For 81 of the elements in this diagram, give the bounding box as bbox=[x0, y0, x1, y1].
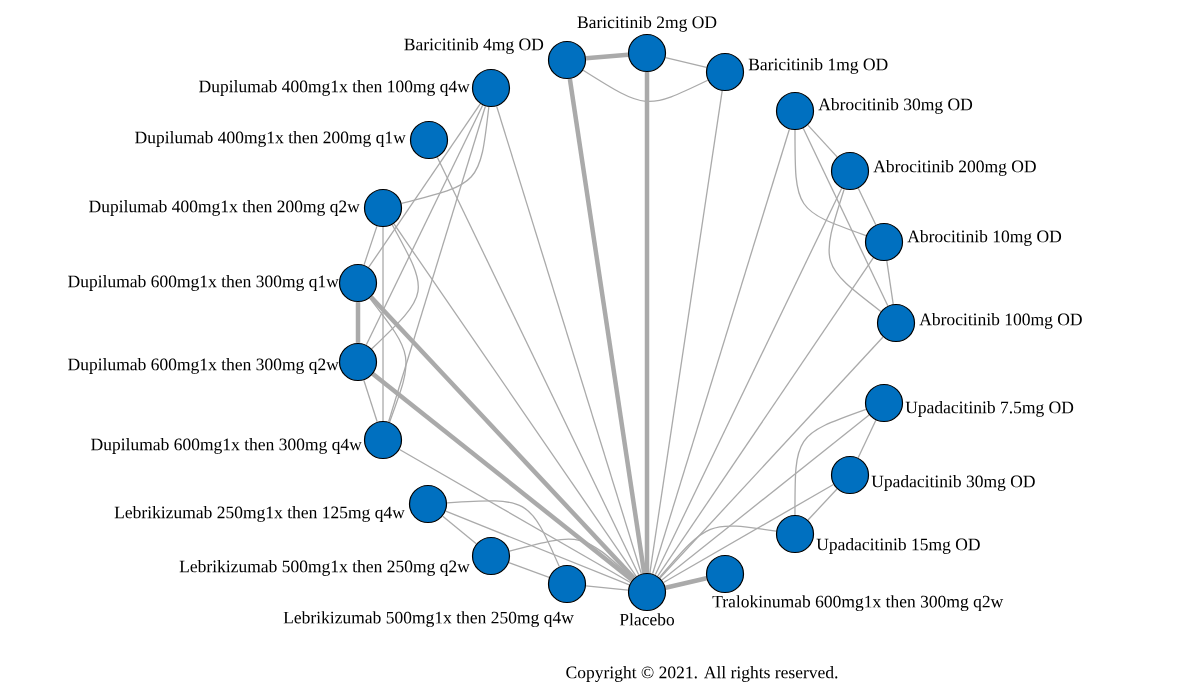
edge-line bbox=[661, 414, 870, 581]
edge-line bbox=[649, 90, 723, 574]
edge-line bbox=[363, 379, 378, 423]
node-label: Placebo bbox=[619, 613, 675, 626]
edge-line bbox=[355, 302, 361, 343]
network-node: Abrocitinib 10mg OD bbox=[864, 222, 1062, 262]
edge-line bbox=[442, 515, 477, 545]
edge-line bbox=[398, 448, 632, 584]
edge-line bbox=[496, 105, 642, 575]
network-node: Dupilumab 600mg1x then 300mg q2w bbox=[68, 342, 378, 382]
network-node: Lebrikizumab 250mg1x then 125mg q4w bbox=[114, 484, 448, 524]
network-node: Tralokinumab 600mg1x then 300mg q2w bbox=[705, 554, 1004, 612]
node-label: Baricitinib 2mg OD bbox=[577, 15, 717, 32]
edge-line bbox=[368, 103, 481, 268]
network-node: Upadacitinib 7.5mg OD bbox=[864, 383, 1074, 423]
node-label: Lebrikizumab 250mg1x then 125mg q4w bbox=[114, 506, 405, 522]
edge-line bbox=[585, 52, 629, 61]
node-label: Upadacitinib 7.5mg OD bbox=[905, 401, 1074, 417]
node-label: Baricitinib 4mg OD bbox=[404, 38, 544, 54]
edge-line bbox=[659, 336, 884, 579]
network-node: Dupilumab 400mg1x then 200mg q1w bbox=[135, 120, 449, 160]
network-node: Abrocitinib 200mg OD bbox=[830, 151, 1036, 191]
node-label: Dupilumab 600mg1x then 300mg q4w bbox=[91, 438, 362, 454]
edge-line bbox=[857, 187, 877, 226]
edge-line bbox=[365, 104, 484, 346]
edge-line bbox=[886, 260, 894, 305]
edge-line bbox=[657, 257, 874, 577]
edge-line bbox=[582, 69, 709, 102]
node-label: Abrocitinib 100mg OD bbox=[919, 313, 1082, 329]
network-node: Dupilumab 600mg1x then 300mg q4w bbox=[91, 420, 403, 460]
edge-line bbox=[651, 128, 791, 575]
network-node: Dupilumab 600mg1x then 300mg q1w bbox=[68, 263, 378, 303]
edge-line bbox=[387, 105, 487, 423]
node-label: Abrocitinib 10mg OD bbox=[907, 230, 1062, 246]
edge-line bbox=[382, 226, 384, 422]
node-label: Abrocitinib 30mg OD bbox=[818, 98, 973, 114]
network-node: Abrocitinib 100mg OD bbox=[876, 303, 1082, 343]
node-label: Dupilumab 600mg1x then 300mg q2w bbox=[68, 358, 339, 374]
edge-line bbox=[807, 124, 838, 158]
copyright-note: Copyright © 2021. All rights reserved. bbox=[566, 666, 838, 682]
edge-line bbox=[802, 127, 889, 307]
edge-line bbox=[371, 372, 634, 582]
network-node: Lebrikizumab 500mg1x then 250mg q2w bbox=[179, 536, 511, 576]
edge-line bbox=[369, 295, 636, 580]
node-label: Dupilumab 600mg1x then 300mg q1w bbox=[68, 275, 339, 291]
network-node: Upadacitinib 30mg OD bbox=[830, 455, 1035, 495]
node-label: Upadacitinib 30mg OD bbox=[871, 475, 1035, 491]
edge-line bbox=[567, 78, 647, 574]
edge-line bbox=[445, 510, 630, 586]
edge-line bbox=[363, 225, 378, 266]
edge-line bbox=[664, 56, 708, 69]
edge-line bbox=[654, 187, 843, 576]
edge-line bbox=[436, 156, 640, 576]
edge-line bbox=[585, 585, 629, 591]
node-label: Lebrikizumab 500mg1x then 250mg q2w bbox=[179, 560, 470, 576]
node-label: Dupilumab 400mg1x then 200mg q1w bbox=[135, 131, 406, 147]
node-label: Dupilumab 400mg1x then 200mg q2w bbox=[89, 200, 360, 216]
edge-line bbox=[508, 561, 550, 579]
edge-line bbox=[400, 106, 490, 205]
network-node: Upadacitinib 15mg OD bbox=[775, 514, 980, 554]
node-label: Tralokinumab 600mg1x then 300mg q2w bbox=[712, 595, 1004, 612]
network-node: Dupilumab 400mg1x then 200mg q2w bbox=[89, 188, 403, 228]
edge-line bbox=[794, 408, 867, 516]
node-label: Upadacitinib 15mg OD bbox=[816, 538, 980, 554]
edge-line bbox=[446, 500, 560, 568]
edge-line bbox=[644, 72, 650, 573]
edge-line bbox=[393, 223, 637, 577]
edge-line bbox=[662, 483, 835, 584]
edge-line bbox=[794, 129, 867, 237]
edge-line bbox=[371, 224, 419, 350]
node-label: Lebrikizumab 500mg1x then 250mg q4w bbox=[283, 611, 574, 628]
edge-line bbox=[665, 576, 707, 590]
network-node: Abrocitinib 30mg OD bbox=[775, 91, 973, 131]
edge-line bbox=[857, 419, 877, 459]
network-node: Placebo bbox=[619, 572, 675, 626]
edge-line bbox=[828, 188, 882, 313]
node-label: Baricitinib 1mg OD bbox=[748, 58, 888, 74]
edge-line bbox=[658, 525, 777, 579]
node-label: Dupilumab 400mg1x then 100mg q4w bbox=[199, 80, 470, 96]
node-label: Abrocitinib 200mg OD bbox=[873, 160, 1036, 176]
edge-line bbox=[807, 488, 838, 521]
